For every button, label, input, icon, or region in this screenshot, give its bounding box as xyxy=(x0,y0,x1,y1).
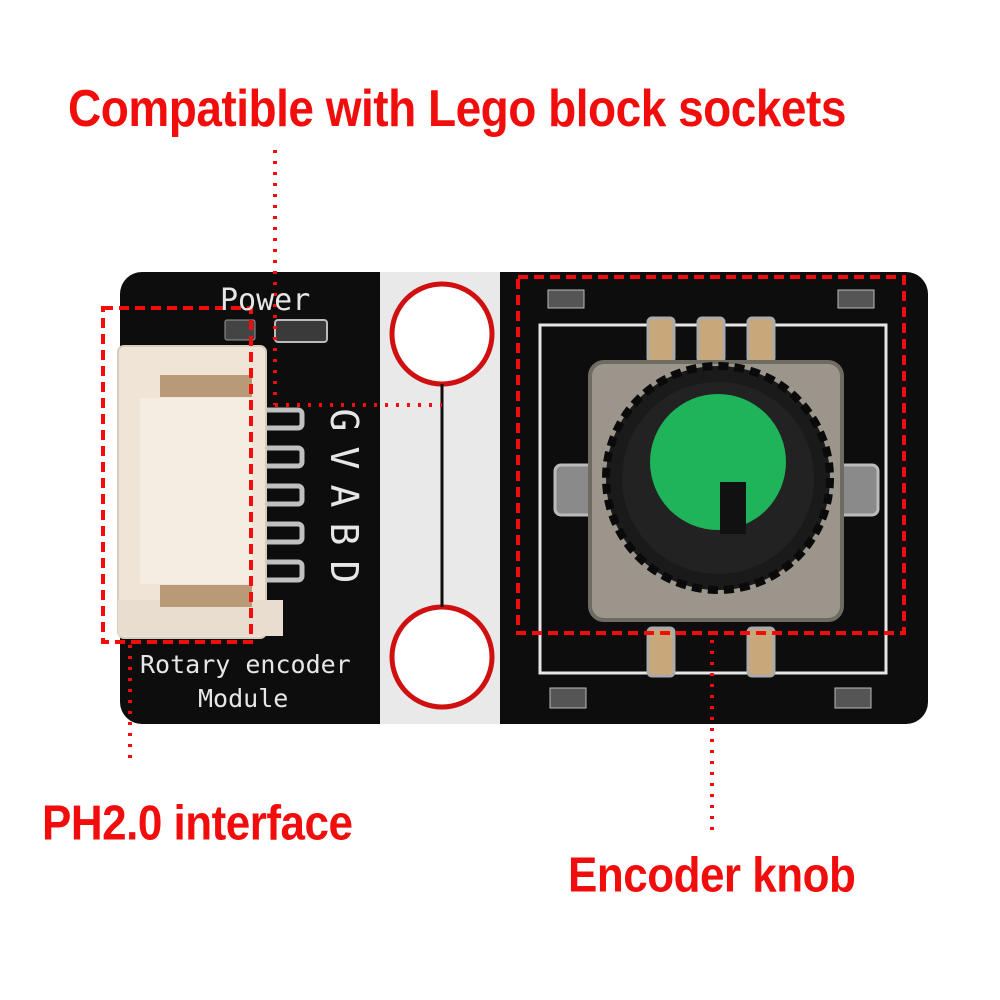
resistor xyxy=(224,319,256,341)
encoder-callout: Encoder knob xyxy=(568,848,856,903)
smd-parts xyxy=(547,289,875,709)
ph20-callout: PH2.0 interface xyxy=(42,796,353,851)
power-label: Power xyxy=(220,283,311,318)
lego-hole-top xyxy=(389,281,495,387)
pin-label-d: D xyxy=(322,560,366,584)
encoder-highlight xyxy=(516,275,906,635)
encoder-pins xyxy=(553,316,880,678)
knob-cap xyxy=(650,394,786,530)
knob-indicator xyxy=(720,482,746,534)
module-name-line1: Rotary encoder xyxy=(140,650,351,679)
ph20-connector xyxy=(117,345,283,639)
power-led xyxy=(274,319,328,343)
module-name-line2: Module xyxy=(198,684,289,713)
leader-lines xyxy=(128,150,714,835)
ph20-highlight xyxy=(101,306,253,644)
lego-hole-bottom xyxy=(389,604,495,710)
lego-callout: Compatible with Lego block sockets xyxy=(68,79,846,138)
